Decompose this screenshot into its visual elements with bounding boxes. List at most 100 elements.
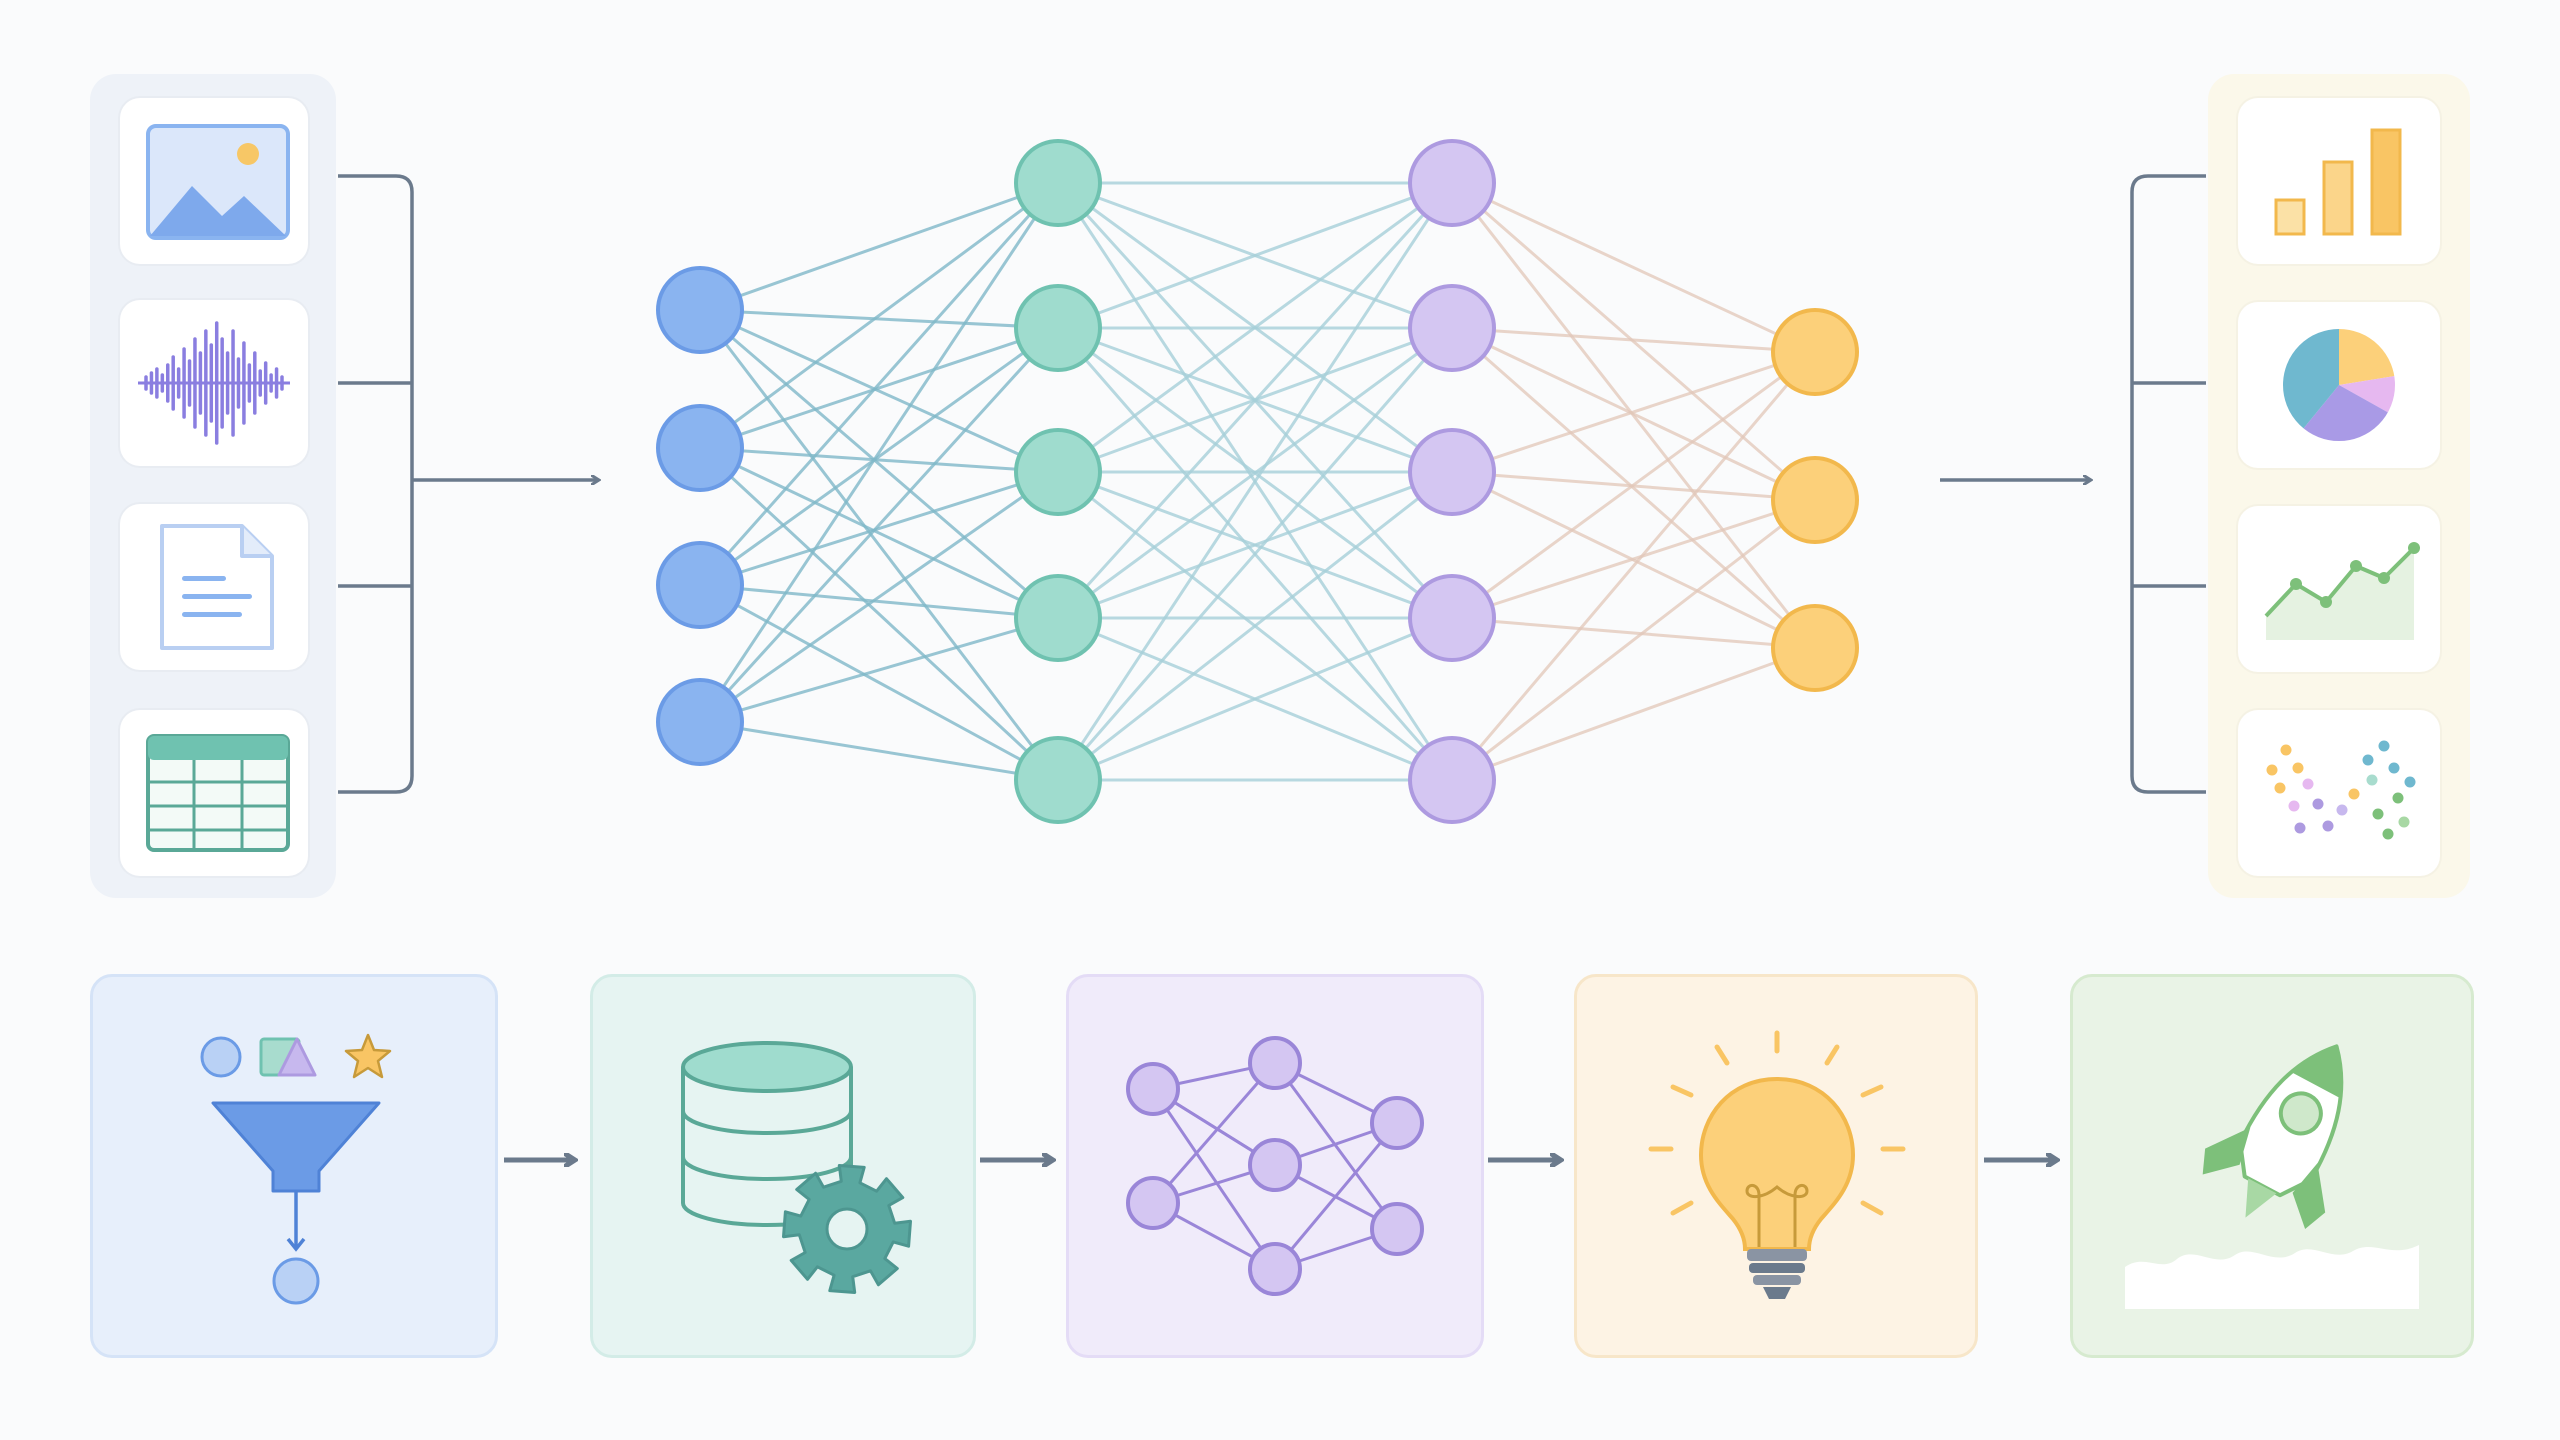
bar-chart-icon <box>2274 128 2402 236</box>
network-edge <box>1451 326 1816 502</box>
network-edge <box>1057 181 1453 330</box>
input-layer-node <box>656 541 744 629</box>
network-edge <box>1451 470 1816 650</box>
hidden-layer-1-node <box>1014 284 1102 372</box>
hidden-layer-1-node <box>1014 736 1102 824</box>
network-edge <box>1057 181 1453 474</box>
network-edge <box>699 308 1059 474</box>
network-edge <box>1057 470 1453 782</box>
pie-chart-icon <box>2281 327 2397 443</box>
hidden-layer-1-node <box>1014 574 1102 662</box>
audio-input-card <box>120 300 308 466</box>
network-edge <box>1056 327 1454 781</box>
network-edge <box>1451 326 1816 354</box>
funnel-icon <box>200 1033 392 1193</box>
network-edge <box>1056 182 1454 781</box>
deployment-stage <box>2070 974 2474 1358</box>
input-layer-node <box>656 266 744 354</box>
audio-waveform-icon <box>138 321 290 445</box>
network-edge <box>698 182 1060 723</box>
network-edge <box>699 446 1059 620</box>
mini-network-node <box>1126 1176 1180 1230</box>
network-edge <box>1057 470 1453 620</box>
network-edge <box>1056 181 1454 620</box>
network-edge <box>698 326 1060 724</box>
network-edge <box>699 308 1059 620</box>
network-edge <box>1451 470 1816 502</box>
output-layer-node <box>1771 604 1859 692</box>
network-edge <box>1451 181 1816 354</box>
network-edge <box>1057 326 1453 620</box>
input-layer-node <box>656 404 744 492</box>
output-layer-node <box>1771 456 1859 544</box>
network-edge <box>1450 351 1817 781</box>
input-merge-connector <box>338 174 414 794</box>
network-edge <box>1451 350 1816 620</box>
table-icon <box>146 734 290 852</box>
network-edge <box>699 583 1059 620</box>
hidden-layer-2-node <box>1408 736 1496 824</box>
bar-chart-output-card <box>2238 98 2440 264</box>
network-edge <box>699 181 1059 450</box>
network-edge <box>1057 616 1453 782</box>
network-edge <box>1056 181 1454 620</box>
network-edge <box>699 720 1059 782</box>
lightbulb-icon <box>1648 1030 1906 1299</box>
network-edge <box>1451 326 1816 650</box>
network-edge <box>698 182 1060 586</box>
network-edge <box>1057 470 1453 620</box>
network-edge <box>699 616 1059 724</box>
rocket-icon <box>2125 1044 2419 1309</box>
filtered-output <box>272 1191 320 1305</box>
output-split-connector <box>2130 174 2206 794</box>
network-edge <box>1057 616 1453 782</box>
network-edge <box>698 446 1060 782</box>
network-edge <box>1057 326 1453 474</box>
mini-network-node <box>1248 1138 1302 1192</box>
line-chart-icon <box>2264 542 2420 640</box>
network-edge <box>699 583 1059 782</box>
network-edge <box>698 309 1060 781</box>
network-edge <box>1451 616 1816 650</box>
network-edge <box>1451 350 1816 474</box>
network-edge <box>699 326 1059 587</box>
network-edge <box>1057 326 1453 474</box>
hidden-layer-1-node <box>1014 139 1102 227</box>
hidden-layer-2-node <box>1408 428 1496 516</box>
network-edge <box>1057 470 1453 782</box>
network-edges <box>698 181 1817 782</box>
network-edge <box>1057 326 1453 620</box>
network-edge <box>1057 181 1453 330</box>
network-edge <box>1451 498 1816 620</box>
data-processing-stage <box>590 974 976 1358</box>
insight-stage <box>1574 974 1978 1358</box>
network-edge <box>1451 181 1816 502</box>
image-icon <box>146 124 290 240</box>
hidden-layer-1-node <box>1014 428 1102 516</box>
scatter-output-card <box>2238 710 2440 876</box>
document-icon <box>160 524 274 650</box>
mini-network-node <box>1126 1062 1180 1116</box>
mini-network-node <box>1370 1202 1424 1256</box>
mini-network-node <box>1248 1242 1302 1296</box>
hidden-layer-2-node <box>1408 139 1496 227</box>
mini-network-node <box>1370 1096 1424 1150</box>
network-edge <box>1057 181 1453 474</box>
mini-network-node <box>1248 1036 1302 1090</box>
hidden-layer-2-node <box>1408 574 1496 662</box>
input-layer-node <box>656 678 744 766</box>
table-input-card <box>120 710 308 876</box>
database-gear-icon <box>681 1041 912 1294</box>
network-edge <box>1451 646 1816 782</box>
network-edge <box>699 470 1059 587</box>
network-edge <box>699 446 1059 474</box>
network-edge <box>699 308 1059 330</box>
line-chart-output-card <box>2238 506 2440 672</box>
network-edge <box>1451 498 1816 782</box>
pie-chart-output-card <box>2238 302 2440 468</box>
network-edge <box>1450 182 1817 649</box>
data-filtering-stage <box>90 974 498 1358</box>
network-edge <box>699 326 1059 450</box>
document-input-card <box>120 504 308 670</box>
network-edge <box>1056 327 1454 781</box>
